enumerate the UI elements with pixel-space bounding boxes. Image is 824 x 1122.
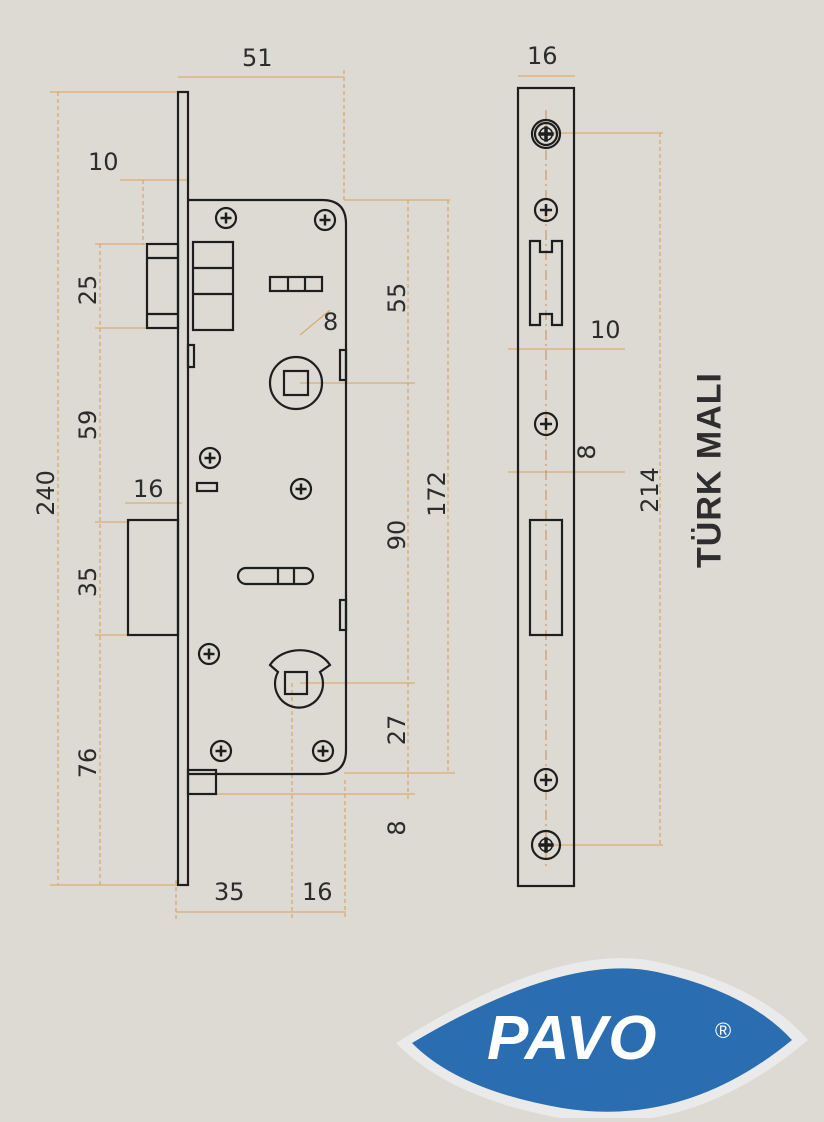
origin-label: TÜRK MALI bbox=[690, 372, 729, 568]
strike-plate-outline bbox=[516, 86, 576, 888]
dim-case-height: 172 bbox=[423, 471, 451, 517]
faceplate bbox=[176, 90, 190, 887]
strike-plate bbox=[516, 86, 576, 888]
dimension-labels: 51 10 25 55 8 59 240 16 172 90 35 27 76 … bbox=[32, 42, 664, 906]
dim-latch-height: 35 bbox=[74, 567, 102, 598]
dim-top-width: 51 bbox=[242, 44, 273, 72]
latch-bolt bbox=[126, 518, 180, 637]
cylinder-cam bbox=[268, 649, 332, 709]
screw-icon bbox=[311, 739, 335, 763]
deadbolt bbox=[145, 240, 235, 332]
dimension-lines bbox=[50, 70, 663, 920]
dim-spindle-offset: 55 bbox=[383, 283, 411, 314]
screw-icon bbox=[209, 739, 233, 763]
dim-spindle-square: 8 bbox=[323, 308, 338, 336]
screw-heads bbox=[197, 206, 337, 763]
dim-strike-slot-width: 10 bbox=[590, 316, 621, 344]
mortise-lock-body bbox=[126, 90, 348, 887]
dim-overall-height: 240 bbox=[32, 470, 60, 516]
screw-icon bbox=[214, 206, 238, 230]
deadbolt-strike-slot bbox=[528, 239, 564, 327]
screw-icon bbox=[530, 118, 562, 150]
latch-strike-slot bbox=[528, 518, 564, 637]
dim-backset: 35 bbox=[214, 878, 245, 906]
dim-spindle-to-key: 59 bbox=[74, 410, 102, 441]
dim-deadbolt-height: 25 bbox=[74, 275, 102, 306]
dim-latch-projection: 16 bbox=[133, 475, 164, 503]
screw-icon bbox=[533, 197, 559, 223]
dim-strike-screw-span: 214 bbox=[636, 467, 664, 513]
trigger-slot bbox=[236, 566, 315, 586]
brand-name: PAVO bbox=[487, 1004, 658, 1073]
screw-icon bbox=[289, 477, 313, 501]
pavo-logo-badge bbox=[396, 958, 808, 1122]
dim-lip-width: 10 bbox=[88, 148, 119, 176]
screw-icon bbox=[530, 829, 562, 861]
lock-case bbox=[188, 198, 348, 776]
dim-bottom-gap: 8 bbox=[383, 820, 411, 835]
dim-strike-width: 16 bbox=[527, 42, 558, 70]
dim-case-depth: 16 bbox=[302, 878, 333, 906]
dim-cylinder-to-bottom: 27 bbox=[383, 715, 411, 746]
screw-icon bbox=[533, 767, 559, 793]
latch-slot bbox=[195, 481, 219, 493]
screw-icon bbox=[313, 208, 337, 232]
spindle-hub bbox=[268, 309, 331, 411]
screw-icon bbox=[197, 642, 221, 666]
strike-screw-heads bbox=[530, 118, 562, 861]
screw-icon bbox=[198, 446, 222, 470]
dim-strike-slot-gap: 8 bbox=[573, 444, 601, 459]
dim-key-to-latch: 90 bbox=[383, 520, 411, 551]
dim-bottom-offset: 76 bbox=[74, 748, 102, 779]
follower-slot bbox=[268, 275, 324, 293]
registered-mark: ® bbox=[715, 1018, 732, 1043]
screw-icon bbox=[533, 411, 559, 437]
